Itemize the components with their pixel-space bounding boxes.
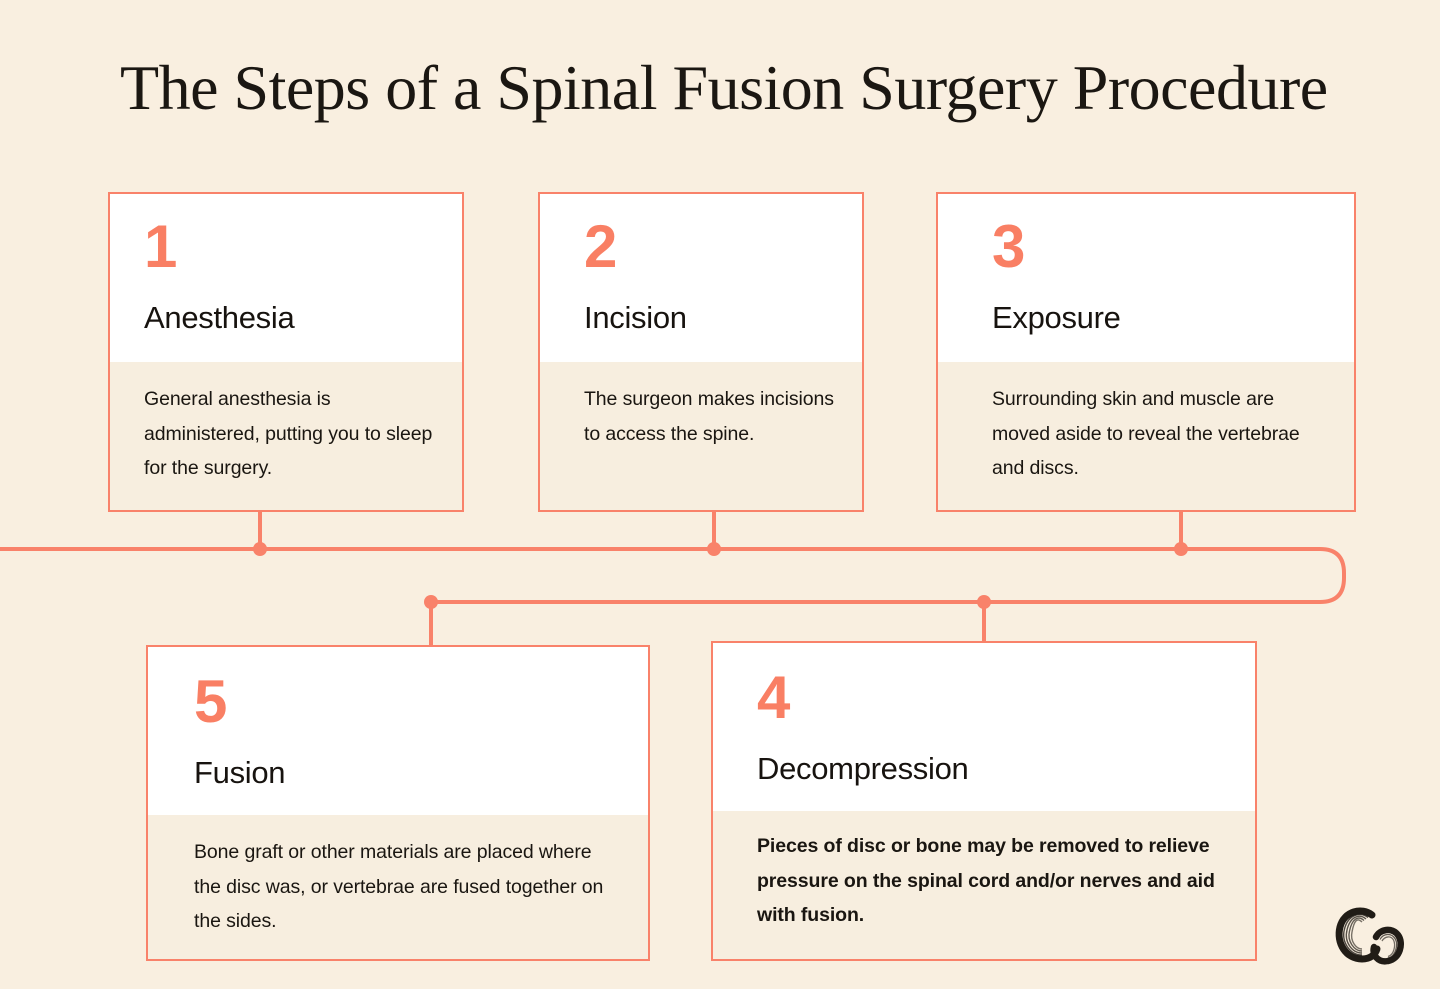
step-card-5[interactable]: 5 Fusion Bone graft or other materials a… <box>146 645 650 961</box>
step-body-5: Bone graft or other materials are placed… <box>194 841 604 933</box>
step-card-1-header: 1 Anesthesia <box>110 194 462 362</box>
step-title-2: Incision <box>584 299 687 335</box>
page-title: The Steps of a Spinal Fusion Surgery Pro… <box>120 52 1328 123</box>
step-card-4-header: 4 Decompression <box>713 643 1255 811</box>
step-number-5: 5 <box>194 668 227 735</box>
step-title-3: Exposure <box>992 299 1121 335</box>
step-card-4[interactable]: 4 Decompression Pieces of disc or bone m… <box>711 641 1257 961</box>
connector-dot-step-3 <box>1174 542 1188 556</box>
co-monogram-logo <box>1335 907 1404 965</box>
step-body-4: Pieces of disc or bone may be removed to… <box>757 835 1215 927</box>
step-title-5: Fusion <box>194 754 286 790</box>
connector-dot-step-4 <box>977 595 991 609</box>
step-card-2[interactable]: 2 Incision The surgeon makes incisions t… <box>538 192 864 512</box>
step-card-1[interactable]: 1 Anesthesia General anesthesia is admin… <box>108 192 464 512</box>
step-number-1: 1 <box>144 213 177 280</box>
step-number-3: 3 <box>992 213 1025 280</box>
step-card-3[interactable]: 3 Exposure Surrounding skin and muscle a… <box>936 192 1356 512</box>
step-body-2: The surgeon makes incisions to access th… <box>584 388 834 445</box>
step-card-3-header: 3 Exposure <box>938 194 1354 362</box>
connector-dot-step-1 <box>253 542 267 556</box>
step-card-2-header: 2 Incision <box>540 194 862 362</box>
step-body-3: Surrounding skin and muscle are moved as… <box>992 388 1300 480</box>
step-title-1: Anesthesia <box>144 299 295 335</box>
connector-dot-step-5 <box>424 595 438 609</box>
connector-dot-step-2 <box>707 542 721 556</box>
step-title-4: Decompression <box>757 750 969 786</box>
step-body-1: General anesthesia is administered, putt… <box>144 388 433 480</box>
step-card-5-header: 5 Fusion <box>148 647 648 815</box>
step-number-2: 2 <box>584 213 617 280</box>
step-number-4: 4 <box>757 664 790 731</box>
